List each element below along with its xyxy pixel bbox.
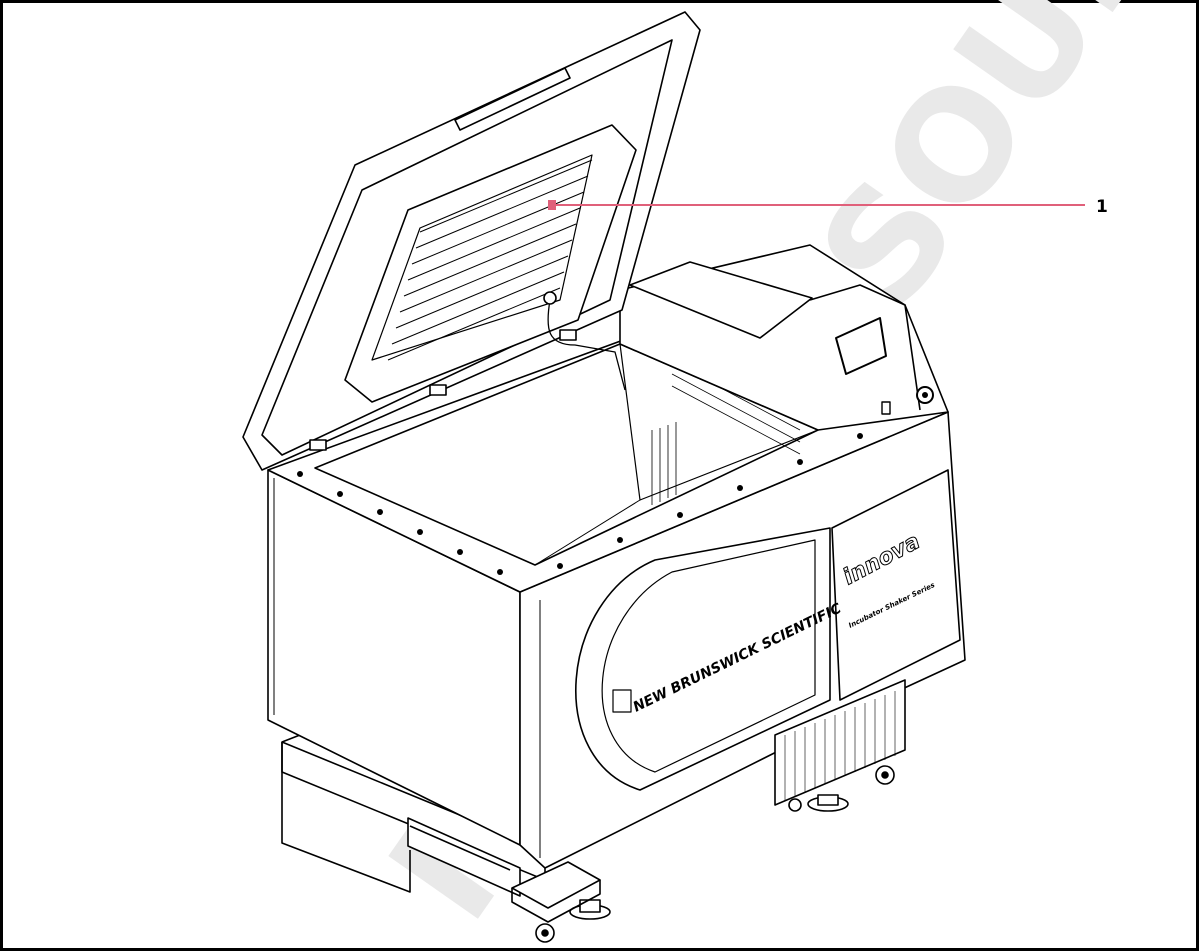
door-window [575,527,831,791]
callout-number: 1 [1096,197,1108,217]
control-top-panel [629,261,813,339]
callout-marker [548,200,556,210]
usb-port [881,401,891,415]
shaker-illustration [242,11,966,943]
feet-casters [535,765,895,943]
light-tubes [387,159,593,361]
brand-badge [612,689,632,713]
callout-1: 1 [548,197,1108,217]
logo-panel [831,469,961,701]
lid-hinges [309,329,577,451]
display-screen [835,317,887,375]
lower-vent [774,679,906,806]
lamp-cable [547,299,626,391]
lid-handle [454,67,571,131]
